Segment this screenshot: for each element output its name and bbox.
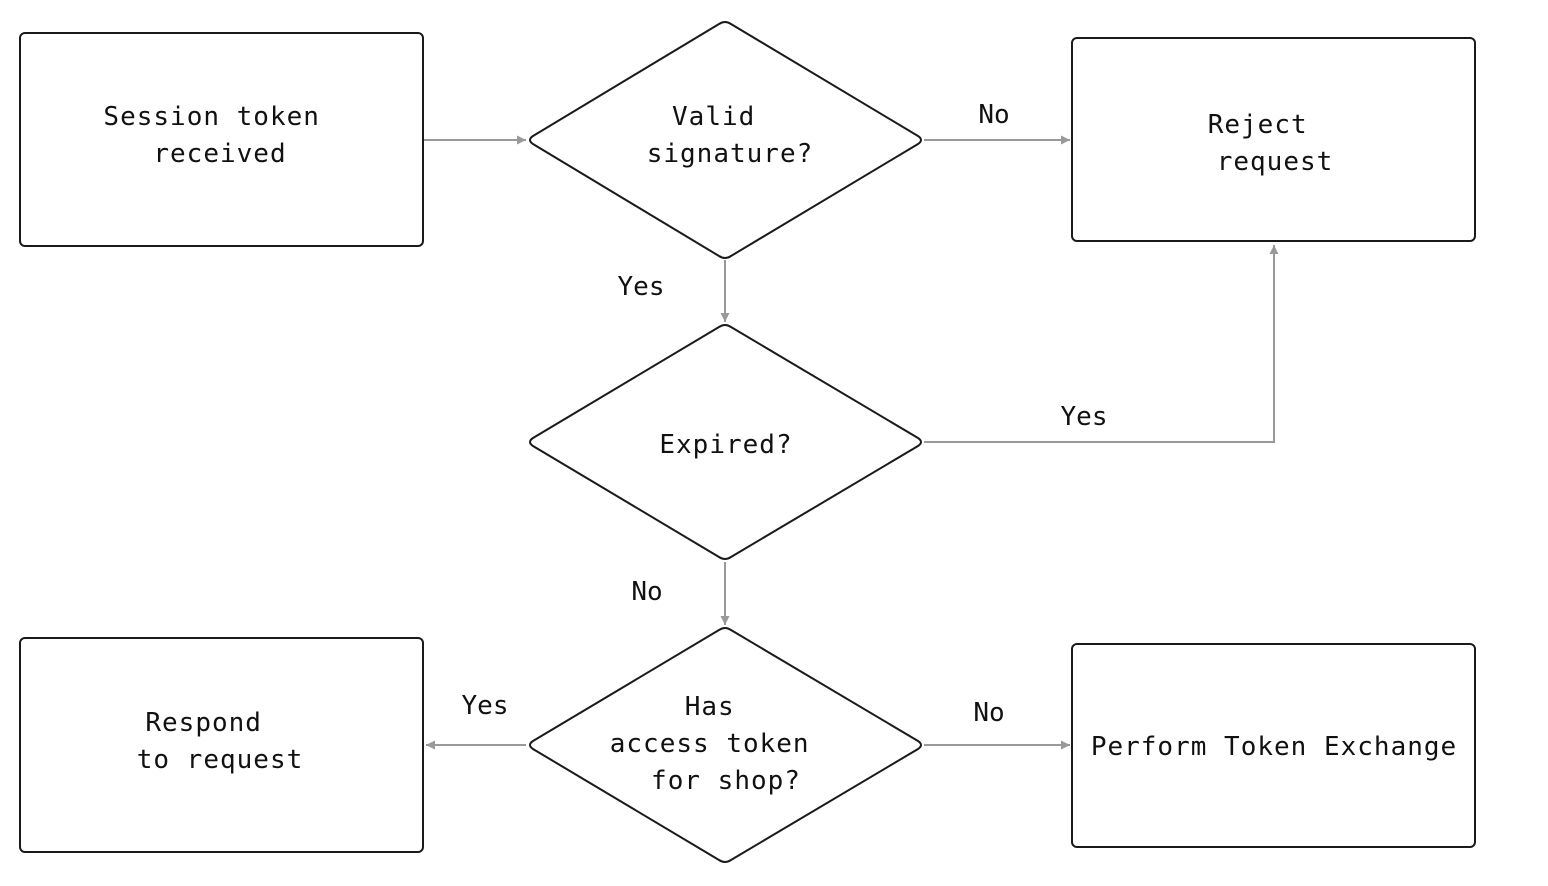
node-valid-signature: Valid signature? <box>529 21 922 259</box>
edge-label-valid-yes: Yes <box>618 272 665 302</box>
node-valid-signature-diamond <box>529 21 922 259</box>
node-has-access-token-label: Has access token for shop? <box>610 692 827 796</box>
edge-label-has-no: No <box>973 698 1004 728</box>
node-session-token-label: Session token received <box>103 102 336 169</box>
node-reject-request: Reject request <box>1071 37 1476 242</box>
node-has-access-token-line-3: for shop? <box>651 766 801 796</box>
node-session-token-line-2: received <box>153 139 286 169</box>
edge-label-expired-yes: Yes <box>1061 402 1108 432</box>
node-token-exchange-box <box>1071 643 1476 848</box>
node-has-access-token: Has access token for shop? <box>529 627 922 863</box>
node-session-token-box <box>19 32 424 247</box>
edge-expired-yes <box>924 245 1279 443</box>
node-session-token-line-1: Session token <box>103 102 320 132</box>
node-valid-signature-line-1: Valid <box>672 102 755 132</box>
node-reject-request-box <box>1071 37 1476 242</box>
node-expired-diamond <box>529 324 922 560</box>
node-respond-label: Respond to request <box>137 708 304 775</box>
edge-label-has-yes: Yes <box>462 691 509 721</box>
node-reject-request-line-2: request <box>1217 147 1334 177</box>
node-token-exchange: Perform Token Exchange <box>1071 643 1476 848</box>
node-has-access-token-diamond <box>529 627 922 863</box>
node-respond-line-1: Respond <box>145 708 262 738</box>
node-token-exchange-label: Perform Token Exchange <box>1091 732 1457 762</box>
node-respond: Respond to request <box>19 637 424 853</box>
node-reject-request-line-1: Reject <box>1208 110 1308 140</box>
node-token-exchange-line-1: Perform Token Exchange <box>1091 732 1457 762</box>
node-valid-signature-label: Valid signature? <box>647 102 814 169</box>
node-expired-line-1: Expired? <box>659 430 792 460</box>
node-valid-signature-line-2: signature? <box>647 139 814 169</box>
node-expired-label: Expired? <box>659 430 792 460</box>
node-respond-line-2: to request <box>137 745 304 775</box>
node-reject-request-label: Reject request <box>1208 110 1334 177</box>
node-respond-box <box>19 637 424 853</box>
edge-label-expired-no: No <box>631 577 662 607</box>
node-has-access-token-line-1: Has <box>685 692 735 722</box>
node-session-token: Session token received <box>19 32 424 247</box>
edges: No Yes Yes No Yes No <box>424 100 1279 750</box>
node-expired: Expired? <box>529 324 922 560</box>
node-has-access-token-line-2: access token <box>610 729 810 759</box>
edge-label-valid-no: No <box>978 100 1009 130</box>
